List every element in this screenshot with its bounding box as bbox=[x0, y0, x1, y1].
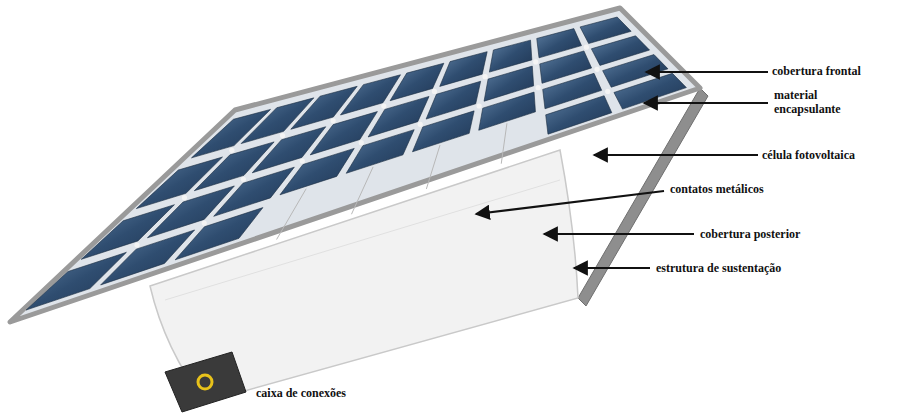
part-label: célula fotovoltaica bbox=[762, 148, 912, 162]
solar-cell bbox=[489, 40, 531, 72]
solar-cell bbox=[390, 63, 444, 100]
solar-cell bbox=[175, 208, 263, 260]
leader-line bbox=[544, 233, 694, 235]
part-label: contatos metálicos bbox=[670, 182, 820, 196]
contact-dot bbox=[134, 242, 139, 247]
contact-dot bbox=[280, 133, 285, 138]
part-label: estrutura de sustentação bbox=[656, 261, 856, 275]
solar-cell bbox=[580, 17, 631, 43]
contact-dot bbox=[482, 74, 487, 79]
junction-symbol bbox=[198, 375, 212, 389]
contact-dot bbox=[182, 195, 187, 200]
contact-dot bbox=[359, 140, 364, 145]
metal-contact bbox=[426, 145, 440, 189]
solar-cell bbox=[426, 81, 481, 119]
metal-contact bbox=[277, 189, 307, 240]
solar-cell bbox=[537, 29, 582, 58]
solar-cell bbox=[346, 130, 414, 174]
part-label: cobertura frontal bbox=[772, 64, 912, 78]
leader-line bbox=[594, 154, 758, 156]
solar-cell bbox=[440, 52, 487, 87]
contact-dot bbox=[477, 103, 482, 108]
part-label: cobertura posterior bbox=[700, 227, 860, 241]
contact-dot bbox=[533, 59, 538, 64]
contact-dot bbox=[202, 221, 207, 226]
junction-box bbox=[165, 352, 246, 412]
solar-cell bbox=[540, 51, 592, 83]
contact-dot bbox=[241, 177, 246, 182]
contact-dot bbox=[418, 122, 423, 127]
contact-dot bbox=[605, 89, 610, 94]
contact-dot bbox=[381, 104, 386, 109]
part-label: caixa de conexões bbox=[256, 386, 416, 400]
contact-dot bbox=[432, 89, 437, 94]
solar-cell bbox=[412, 111, 474, 152]
leader-line bbox=[574, 267, 650, 269]
leader-line bbox=[646, 71, 768, 73]
cell-grid bbox=[26, 17, 686, 310]
contact-dot bbox=[331, 118, 336, 123]
leader-line bbox=[644, 102, 768, 104]
panel-frame bbox=[10, 8, 700, 322]
metal-contact bbox=[351, 167, 373, 214]
contact-dot bbox=[584, 45, 589, 50]
contact-dot bbox=[229, 148, 234, 153]
contact-dot bbox=[594, 67, 599, 72]
contact-dot bbox=[536, 85, 541, 90]
leader-line bbox=[476, 191, 664, 214]
part-label: material encapsulante bbox=[774, 88, 884, 116]
contact-dot bbox=[300, 158, 305, 163]
solar-cell bbox=[368, 96, 429, 137]
metal-contact bbox=[501, 123, 507, 163]
solar-cell bbox=[280, 148, 354, 194]
